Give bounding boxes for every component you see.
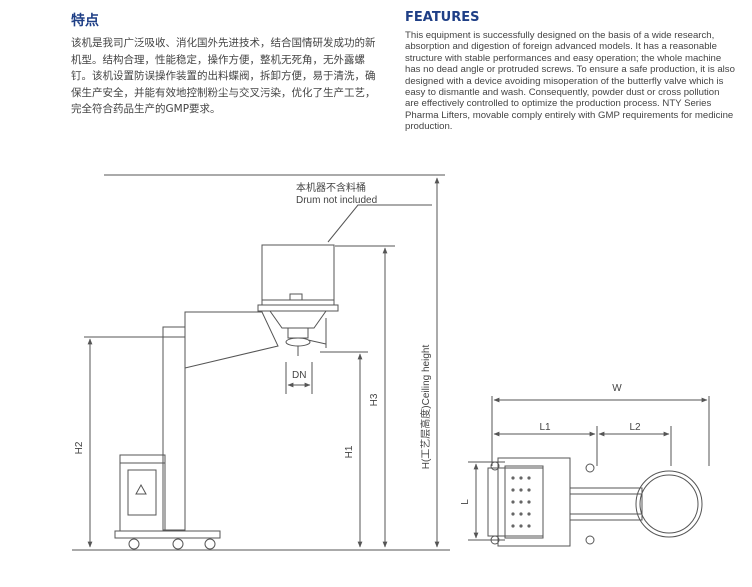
drum-note-zh: 本机器不含料桶 — [296, 181, 366, 194]
dim-l2-label: L2 — [629, 422, 641, 433]
features-en-heading: FEATURES — [405, 10, 480, 25]
plan-view — [468, 396, 710, 547]
side-elevation-view — [72, 174, 450, 551]
dim-l-label: L — [460, 499, 471, 505]
dim-w-label: W — [612, 383, 622, 394]
control-panel-buttons — [511, 476, 531, 528]
dim-h3-label: H3 — [369, 393, 380, 406]
features-zh-heading: 特点 — [71, 13, 99, 29]
dim-ceiling-label: H(工艺层高度)Ceiling height — [419, 345, 432, 470]
dim-l1-label: L1 — [539, 422, 551, 433]
features-en-section: FEATURES This equipment is successfully … — [405, 10, 735, 133]
drum-note-en: Drum not included — [296, 195, 377, 206]
features-zh-body: 该机是我司广泛吸收、消化国外先进技术，结合国情研发成功的新机型。结构合理，性能稳… — [71, 37, 376, 115]
dim-h2-label: H2 — [74, 441, 85, 454]
features-zh-section: 特点 该机是我司广泛吸收、消化国外先进技术，结合国情研发成功的新机型。结构合理，… — [71, 10, 381, 118]
dim-h1-label: H1 — [344, 445, 355, 458]
features-en-body: This equipment is successfully designed … — [405, 30, 735, 133]
dim-dn-label: DN — [292, 370, 306, 381]
